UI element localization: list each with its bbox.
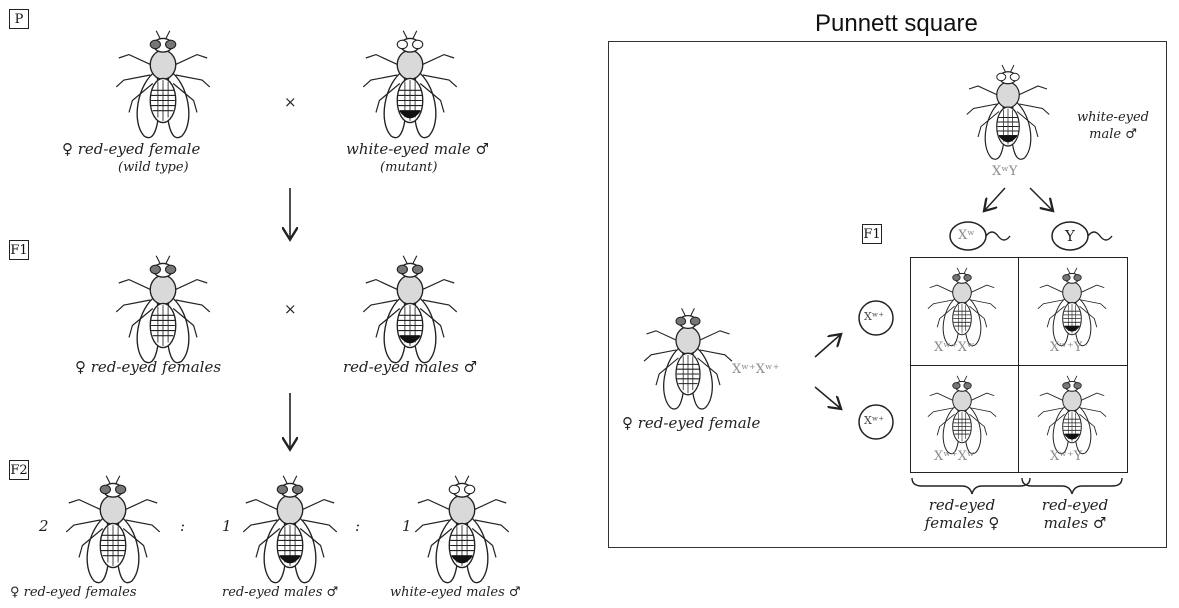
punnett-f1-label: F1: [862, 224, 882, 244]
f2-label-females: ♀ red-eyed females: [10, 585, 137, 600]
f2-female-fly: [66, 476, 160, 583]
f2-colon-2: :: [355, 517, 360, 535]
punnett-title: Punnett square: [815, 10, 978, 38]
f1-cross-symbol: ×: [284, 300, 297, 318]
bottom-label-males-1: red-eyed: [1020, 496, 1130, 514]
f2-label-white-males: white-eyed males ♂: [390, 585, 521, 600]
f2-label-red-males: red-eyed males ♂: [222, 585, 338, 600]
cell-genotype-4: Xʷ⁺Y: [1050, 449, 1082, 464]
p-cross-symbol: ×: [284, 93, 297, 111]
punnett-male-label-2: male ♂: [1058, 127, 1168, 142]
egg-top-label: Xʷ⁺: [864, 310, 884, 323]
sperm-xw-label: Xʷ: [958, 228, 975, 243]
p-male-fly: [363, 31, 457, 138]
f2-red-male-fly: [243, 476, 337, 583]
punnett-grid-hline: [910, 365, 1128, 366]
p-female-label: ♀ red-eyed female: [62, 140, 200, 158]
egg-bottom-label: Xʷ⁺: [864, 414, 884, 427]
punnett-female-label: ♀ red-eyed female: [622, 414, 760, 432]
f1-female-fly: [116, 256, 210, 363]
f2-colon-1: :: [180, 517, 185, 535]
p-male-sublabel: (mutant): [380, 160, 437, 175]
sperm-y-label: Y: [1065, 227, 1075, 245]
cell-genotype-1: Xʷ⁺Xʷ: [934, 340, 975, 355]
bottom-label-females-2: females ♀: [907, 514, 1017, 532]
p-male-label: white-eyed male ♂: [346, 140, 489, 158]
f1-male-label: red-eyed males ♂: [343, 358, 477, 376]
bottom-label-males-2: males ♂: [1020, 514, 1130, 532]
f2-ratio-2: 2: [39, 517, 49, 535]
f2-white-male-fly: [415, 476, 509, 583]
f1-female-label: ♀ red-eyed females: [75, 358, 221, 376]
f2-ratio-1a: 1: [222, 517, 232, 535]
p-female-fly: [116, 31, 210, 138]
punnett-male-genotype: XʷY: [992, 164, 1017, 179]
bottom-label-females-1: red-eyed: [907, 496, 1017, 514]
f2-ratio-1b: 1: [402, 517, 412, 535]
punnett-male-label-1: white-eyed: [1058, 110, 1168, 125]
cell-genotype-2: Xʷ⁺Y: [1050, 340, 1082, 355]
cell-genotype-3: Xʷ⁺Xʷ: [934, 449, 975, 464]
p-female-sublabel: (wild type): [118, 160, 189, 175]
punnett-female-genotype: Xʷ⁺Xʷ⁺: [732, 362, 779, 377]
f1-male-fly: [363, 256, 457, 363]
